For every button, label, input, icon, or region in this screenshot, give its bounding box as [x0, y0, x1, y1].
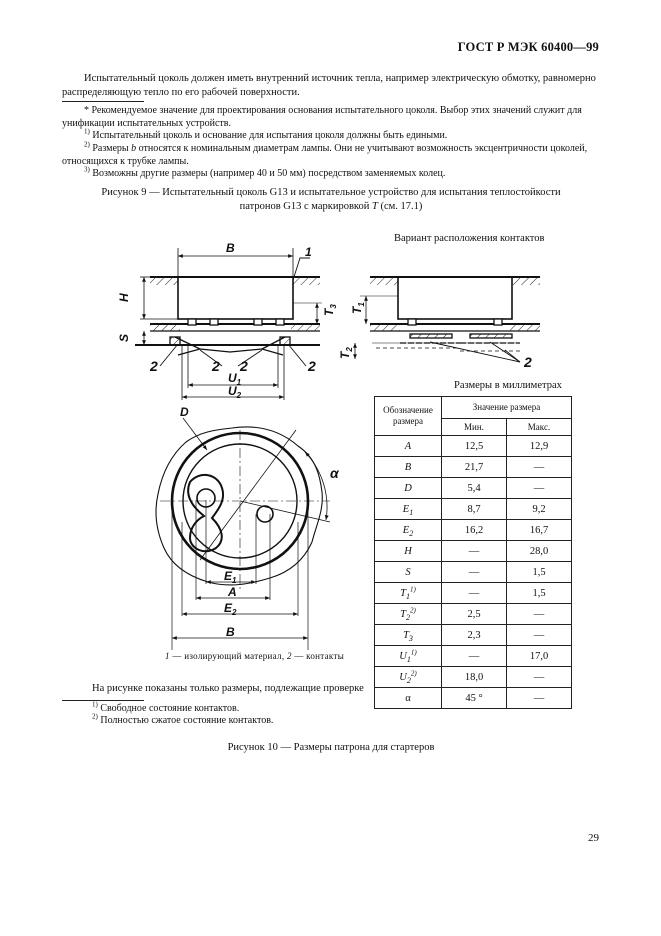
table-row: S—1,5: [374, 561, 572, 583]
units-caption: Размеры в миллиметрах: [454, 380, 562, 391]
footnote-9-3: 3) Возможны другие размеры (например 40 …: [84, 165, 446, 179]
cell-designation: E2: [374, 519, 442, 541]
footnote-rule-2: [62, 700, 144, 701]
label-B-bottom: B: [226, 625, 235, 639]
cell-max: —: [506, 687, 572, 709]
label-2-variant: 2: [523, 354, 532, 370]
side-view-variant: [353, 276, 540, 363]
footnote-rule-1: [62, 101, 144, 102]
cell-min: 18,0: [441, 666, 507, 688]
drawing-legend: 1 — изолирующий материал, 2 — контакты: [165, 651, 345, 661]
figure-10-caption: Рисунок 10 — Размеры патрона для стартер…: [227, 742, 435, 753]
page-number: 29: [588, 832, 599, 844]
cell-min: 2,5: [441, 603, 507, 625]
intro-paragraph: Испытательный цоколь должен иметь внутре…: [62, 73, 596, 98]
table-row: U22)18,0—: [374, 666, 572, 688]
footnote-9-2: 2) Размеры b относятся к номинальным диа…: [62, 140, 588, 167]
footnote-10-2: 2) Полностью сжатое состояние контактов.: [92, 712, 274, 726]
cell-min: 45 °: [441, 687, 507, 709]
label-2-c: 2: [239, 358, 248, 374]
cell-max: 16,7: [506, 519, 572, 541]
cell-min: 16,2: [441, 519, 507, 541]
cell-max: —: [506, 624, 572, 646]
cell-min: 5,4: [441, 477, 507, 499]
cell-designation: T3: [374, 624, 442, 646]
cell-designation: T11): [374, 582, 442, 604]
label-E1: E1: [224, 569, 237, 585]
standard-header: ГОСТ Р МЭК 60400—99: [457, 40, 599, 54]
cell-min: —: [441, 582, 507, 604]
cell-max: —: [506, 666, 572, 688]
cell-min: 12,5: [441, 435, 507, 457]
cell-min: —: [441, 540, 507, 562]
label-H: H: [117, 293, 131, 302]
label-A: A: [227, 585, 237, 599]
label-2-a: 2: [149, 358, 158, 374]
cell-designation: U11): [374, 645, 442, 667]
cell-max: 17,0: [506, 645, 572, 667]
label-B-side: B: [226, 241, 235, 255]
label-S: S: [117, 334, 131, 342]
cell-max: —: [506, 477, 572, 499]
cell-min: 2,3: [441, 624, 507, 646]
label-U2: U2: [228, 384, 242, 400]
bottom-view: [155, 417, 331, 650]
label-T3: T3: [322, 304, 338, 316]
cell-max: 28,0: [506, 540, 572, 562]
table-row: T11)—1,5: [374, 582, 572, 604]
dimensions-table: Обозначение размера Значение размера Мин…: [374, 396, 572, 709]
header-designation: Обозначение размера: [374, 396, 442, 436]
cell-designation: E1: [374, 498, 442, 520]
cell-max: 1,5: [506, 582, 572, 604]
label-T1: T1: [350, 302, 366, 314]
table-row: U11)—17,0: [374, 645, 572, 667]
header-value: Значение размера: [441, 396, 572, 419]
cell-max: 12,9: [506, 435, 572, 457]
label-1: 1: [305, 245, 312, 259]
cell-designation: α: [374, 687, 442, 709]
footnote-10-1: 1) Свободное состояние контактов.: [92, 700, 240, 714]
cell-min: 8,7: [441, 498, 507, 520]
cell-designation: S: [374, 561, 442, 583]
figure-9-caption: Рисунок 9 — Испытательный цоколь G13 и и…: [101, 187, 561, 212]
cell-max: 1,5: [506, 561, 572, 583]
cell-max: 9,2: [506, 498, 572, 520]
table-row: T22)2,5—: [374, 603, 572, 625]
header-min: Мин.: [441, 418, 507, 436]
side-view-left: [135, 248, 322, 400]
footnote-9-1: 1) Испытательный цоколь и основание для …: [84, 127, 448, 141]
cell-min: —: [441, 645, 507, 667]
table-row: H—28,0: [374, 540, 572, 562]
cell-min: —: [441, 561, 507, 583]
cell-designation: B: [374, 456, 442, 478]
label-T2: T2: [338, 347, 354, 359]
cell-max: —: [506, 456, 572, 478]
label-2-b: 2: [211, 358, 220, 374]
cell-designation: A: [374, 435, 442, 457]
cell-designation: U22): [374, 666, 442, 688]
cell-designation: H: [374, 540, 442, 562]
label-alpha: α: [330, 465, 340, 481]
cell-max: —: [506, 603, 572, 625]
label-U1: U1: [228, 371, 242, 387]
label-E2: E2: [224, 601, 237, 617]
label-2-d: 2: [307, 358, 316, 374]
variant-title: Вариант расположения контактов: [394, 233, 545, 244]
check-note: На рисунке показаны только размеры, подл…: [92, 683, 364, 694]
cell-min: 21,7: [441, 456, 507, 478]
footnote-star: * Рекомендуемое значение для проектирова…: [62, 105, 582, 129]
cell-designation: T22): [374, 603, 442, 625]
header-max: Макс.: [506, 418, 572, 436]
label-D: D: [180, 405, 189, 419]
cell-designation: D: [374, 477, 442, 499]
